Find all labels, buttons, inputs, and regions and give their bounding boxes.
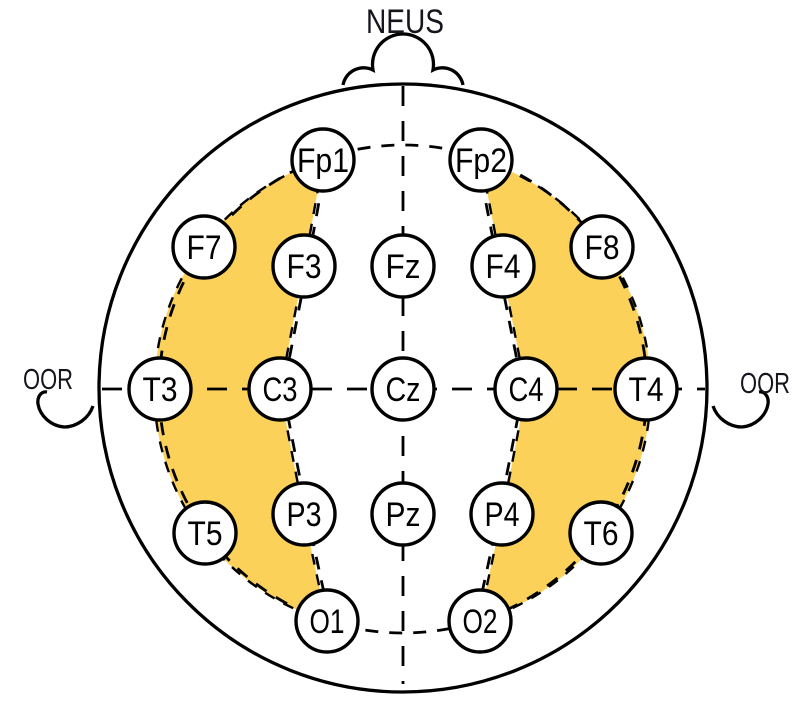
electrode-circle-T5: [172, 500, 238, 566]
ear-left-label: OOR: [23, 364, 73, 396]
electrode-T3: T3: [127, 356, 193, 422]
electrode-F4: F4: [470, 233, 536, 299]
electrode-O1: O1: [294, 588, 360, 654]
electrode-label-F8: F8: [585, 229, 620, 267]
electrode-label-O1: O1: [310, 603, 345, 641]
electrode-label-F4: F4: [486, 248, 521, 286]
electrode-Fp2: Fp2: [448, 127, 514, 193]
head-outline: [97, 82, 709, 694]
electrode-label-Pz: Pz: [386, 496, 421, 534]
electrode-label-P3: P3: [287, 496, 322, 534]
electrode-circle-C3: [247, 356, 313, 422]
electrode-circle-Cz: [370, 356, 436, 422]
electrode-circle-F3: [271, 233, 337, 299]
electrode-C4: C4: [493, 356, 559, 422]
ear-right-label: OOR: [740, 368, 790, 400]
electrode-label-Fz: Fz: [386, 248, 421, 286]
electrode-label-P4: P4: [485, 496, 520, 534]
electrode-circle-O2: [447, 588, 513, 654]
electrode-circle-Pz: [370, 481, 436, 547]
electrode-label-C3: C3: [263, 371, 298, 409]
electrode-circle-F4: [470, 233, 536, 299]
electrode-O2: O2: [447, 588, 513, 654]
ear-right: [711, 390, 770, 429]
electrode-circle-F8: [569, 214, 635, 280]
electrode-F3: F3: [271, 233, 337, 299]
electrode-label-T3: T3: [143, 371, 178, 409]
electrode-Fp1: Fp1: [290, 127, 356, 193]
electrode-Fz: Fz: [370, 233, 436, 299]
electrode-circle-O1: [294, 588, 360, 654]
electrode-label-Fp1: Fp1: [297, 142, 349, 180]
electrode-label-F7: F7: [187, 229, 222, 267]
electrode-circle-T6: [568, 500, 634, 566]
electrode-circle-C4: [493, 356, 559, 422]
electrode-Cz: Cz: [370, 356, 436, 422]
electrode-T5: T5: [172, 500, 238, 566]
electrode-P4: P4: [469, 481, 535, 547]
electrode-label-O2: O2: [463, 603, 498, 641]
electrode-label-Cz: Cz: [386, 371, 421, 409]
electrode-T6: T6: [568, 500, 634, 566]
electrode-P3: P3: [271, 481, 337, 547]
electrode-label-T5: T5: [188, 515, 223, 553]
electrode-label-T4: T4: [629, 371, 664, 409]
nose-label: NEUS: [366, 3, 444, 41]
electrode-C3: C3: [247, 356, 313, 422]
electrode-label-Fp2: Fp2: [455, 142, 507, 180]
electrode-circle-P3: [271, 481, 337, 547]
electrode-circle-Fp2: [448, 127, 514, 193]
electrode-circle-T4: [613, 356, 679, 422]
electrode-circle-F7: [171, 214, 237, 280]
electrode-label-T6: T6: [584, 515, 619, 553]
electrode-T4: T4: [613, 356, 679, 422]
ear-left: [36, 390, 95, 429]
electrode-F7: F7: [171, 214, 237, 280]
electrode-circle-Fp1: [290, 127, 356, 193]
nose: [341, 32, 465, 86]
electrode-label-F3: F3: [287, 248, 322, 286]
electrode-F8: F8: [569, 214, 635, 280]
electrode-label-C4: C4: [509, 371, 544, 409]
electrode-circle-Fz: [370, 233, 436, 299]
electrode-circle-T3: [127, 356, 193, 422]
electrode-circle-P4: [469, 481, 535, 547]
electrode-Pz: Pz: [370, 481, 436, 547]
